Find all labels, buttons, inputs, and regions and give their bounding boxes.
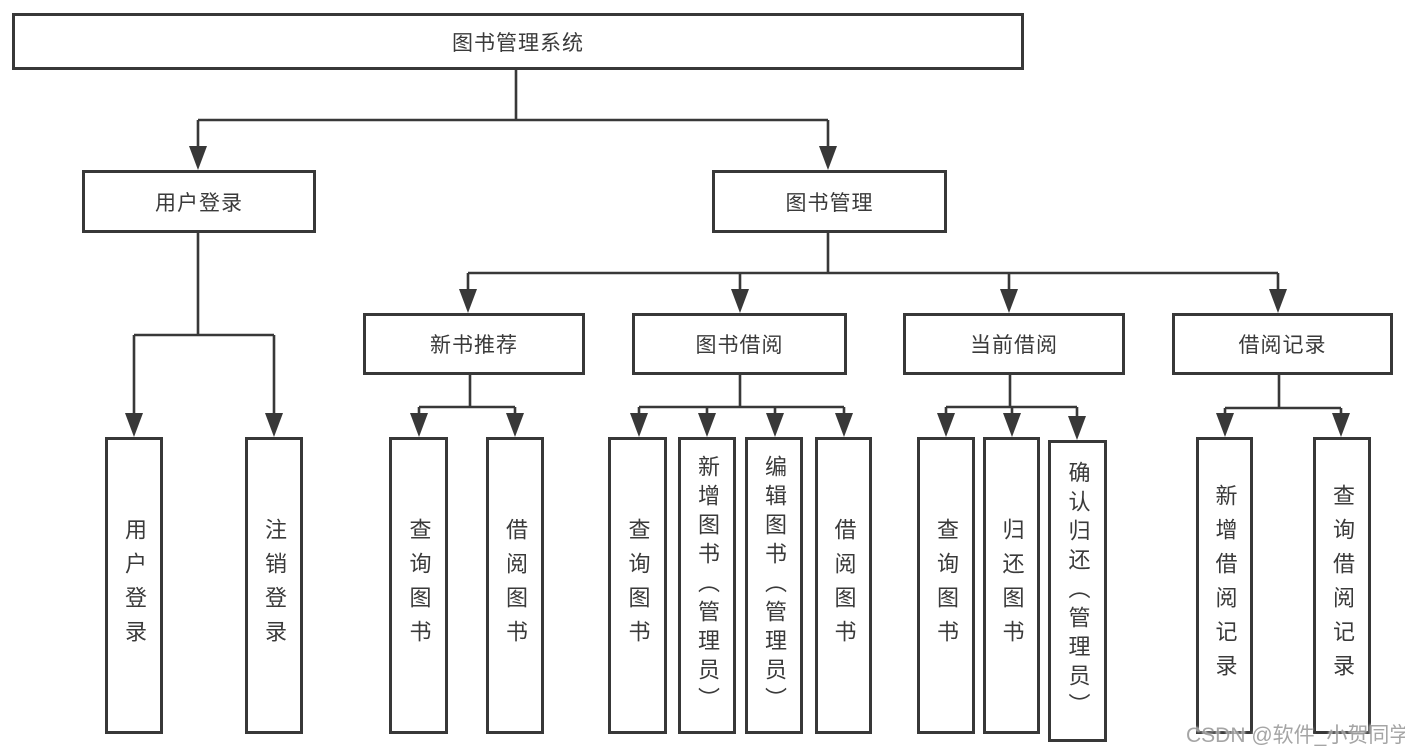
- arrowhead: [766, 413, 784, 437]
- leaf-add-borrow-record: 新增借阅记录: [1196, 437, 1253, 734]
- leaf-label: 新增图书（管理员）: [695, 455, 720, 716]
- leaf-label: 借阅图书: [503, 517, 528, 654]
- arrowhead: [698, 413, 716, 437]
- arrowheads: [125, 146, 1350, 440]
- node-user-login: 用户登录: [82, 170, 316, 233]
- node-current-borrow: 当前借阅: [903, 313, 1125, 375]
- leaf-label: 查询借阅记录: [1330, 483, 1355, 688]
- leaf-edit-book-admin: 编辑图书（管理员）: [745, 437, 803, 734]
- arrowhead: [265, 413, 283, 437]
- leaf-query-books-1: 查询图书: [389, 437, 448, 734]
- connector-bookborrow-to-leaves: [637, 375, 846, 416]
- node-book-management: 图书管理: [712, 170, 947, 233]
- leaf-query-borrow-record: 查询借阅记录: [1313, 437, 1371, 734]
- connector-borrowrecords-to-leaves: [1223, 375, 1343, 416]
- arrowhead: [189, 146, 207, 170]
- arrowhead: [1003, 413, 1021, 437]
- leaf-label: 归还图书: [999, 517, 1025, 654]
- node-root: 图书管理系统: [12, 13, 1024, 70]
- arrowhead: [819, 146, 837, 170]
- leaf-borrow-books-2: 借阅图书: [815, 437, 872, 734]
- node-book-borrow: 图书借阅: [632, 313, 847, 375]
- arrowhead: [1269, 289, 1287, 313]
- connector-root-to-level2: [196, 70, 830, 152]
- node-borrow-records: 借阅记录: [1172, 313, 1393, 375]
- leaf-label: 用户登录: [122, 517, 147, 654]
- arrowhead: [1332, 413, 1350, 437]
- csdn-watermark: CSDN @软件_小贺同学: [1186, 724, 1405, 747]
- arrowhead: [125, 413, 143, 437]
- arrowhead: [410, 413, 428, 437]
- leaf-confirm-return-admin: 确认归还（管理员）: [1048, 440, 1107, 742]
- leaf-logout: 注销登录: [245, 437, 303, 734]
- arrowhead: [937, 413, 955, 437]
- leaf-label: 借阅图书: [831, 517, 857, 654]
- connector-userlogin-to-leaves: [132, 233, 276, 415]
- leaf-query-books-3: 查询图书: [917, 437, 975, 734]
- leaf-add-book-admin: 新增图书（管理员）: [678, 437, 736, 734]
- leaf-label: 查询图书: [934, 517, 959, 654]
- leaf-query-books-2: 查询图书: [608, 437, 667, 734]
- arrowhead: [731, 289, 749, 313]
- leaf-user-login: 用户登录: [105, 437, 163, 734]
- leaf-return-book: 归还图书: [983, 437, 1040, 734]
- arrowhead: [835, 413, 853, 437]
- leaf-label: 查询图书: [406, 517, 432, 654]
- connector-newbooks-to-leaves: [417, 375, 517, 416]
- connector-currentborrow-to-leaves: [944, 375, 1079, 419]
- leaf-label: 查询图书: [625, 517, 651, 654]
- leaf-borrow-books-1: 借阅图书: [486, 437, 544, 734]
- leaf-label: 注销登录: [262, 517, 287, 654]
- arrowhead: [1216, 413, 1234, 437]
- leaf-label: 确认归还（管理员）: [1065, 460, 1091, 722]
- node-new-book-recommend: 新书推荐: [363, 313, 585, 375]
- arrowhead: [506, 413, 524, 437]
- arrowhead: [630, 413, 648, 437]
- arrowhead: [459, 289, 477, 313]
- arrowhead: [1000, 289, 1018, 313]
- leaf-label: 新增借阅记录: [1212, 483, 1238, 688]
- arrowhead: [1068, 416, 1086, 440]
- leaf-label: 编辑图书（管理员）: [762, 455, 787, 716]
- connector-bookmgmt-to-level3: [466, 233, 1280, 291]
